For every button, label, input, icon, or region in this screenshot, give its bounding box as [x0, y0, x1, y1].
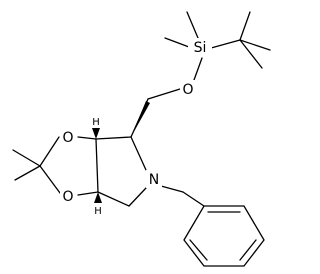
label-bg-o-ether	[180, 80, 196, 98]
label-bg-si	[188, 38, 212, 56]
bond-si-o	[193, 57, 203, 81]
bond-si-cq	[210, 39, 241, 49]
label-bg-o-top	[60, 128, 76, 146]
bond-o-ch2	[147, 88, 181, 100]
benzene-ring	[183, 205, 265, 267]
bond-si-methyl-left	[164, 37, 190, 48]
label-bg-n	[146, 170, 162, 188]
bond-n-ch2	[160, 185, 184, 193]
bond-ch2-ipso	[182, 191, 205, 207]
benzene-double-3	[189, 239, 208, 261]
bond-c5-c6a	[97, 191, 130, 207]
bond-n-c5	[128, 187, 147, 207]
bond-c3-n	[130, 136, 147, 171]
atom-si: Si	[194, 40, 207, 56]
bond-si-methyl-up	[186, 11, 199, 39]
bond-cq-me2	[239, 39, 271, 51]
bond-cq-o-bottom	[39, 165, 61, 194]
atom-o-dioxolane-top: O	[62, 130, 73, 146]
atom-n-ring: N	[149, 172, 159, 188]
atom-h-top: H	[92, 117, 100, 128]
label-bg-o-bottom	[60, 187, 76, 205]
bond-cq-me3	[239, 39, 263, 69]
bond-o-top-cq	[39, 136, 60, 167]
wedge-c6a-h	[94, 192, 102, 203]
atom-h-bottom: H	[94, 206, 102, 217]
structure-diagram: Si O O O N H H	[12, 11, 271, 267]
molecule-svg: Si O O O N H H	[12, 11, 271, 267]
bond-o-bottom-c6a	[77, 191, 99, 196]
atom-o-ether: O	[182, 82, 193, 98]
bond-c3a-c3	[95, 136, 132, 140]
bond-c3a-o-top	[77, 136, 97, 140]
bond-c6a-c3a	[95, 138, 99, 193]
wedge-c3a-h	[92, 128, 100, 139]
bond-cq-methyl-top	[12, 149, 41, 167]
bond-cq-methyl-bottom	[14, 165, 41, 181]
wedge-c3-ch2	[131, 101, 150, 137]
atom-o-dioxolane-bottom: O	[62, 189, 73, 205]
bond-cq-me1	[239, 11, 251, 41]
benzene-double-2	[239, 239, 257, 261]
